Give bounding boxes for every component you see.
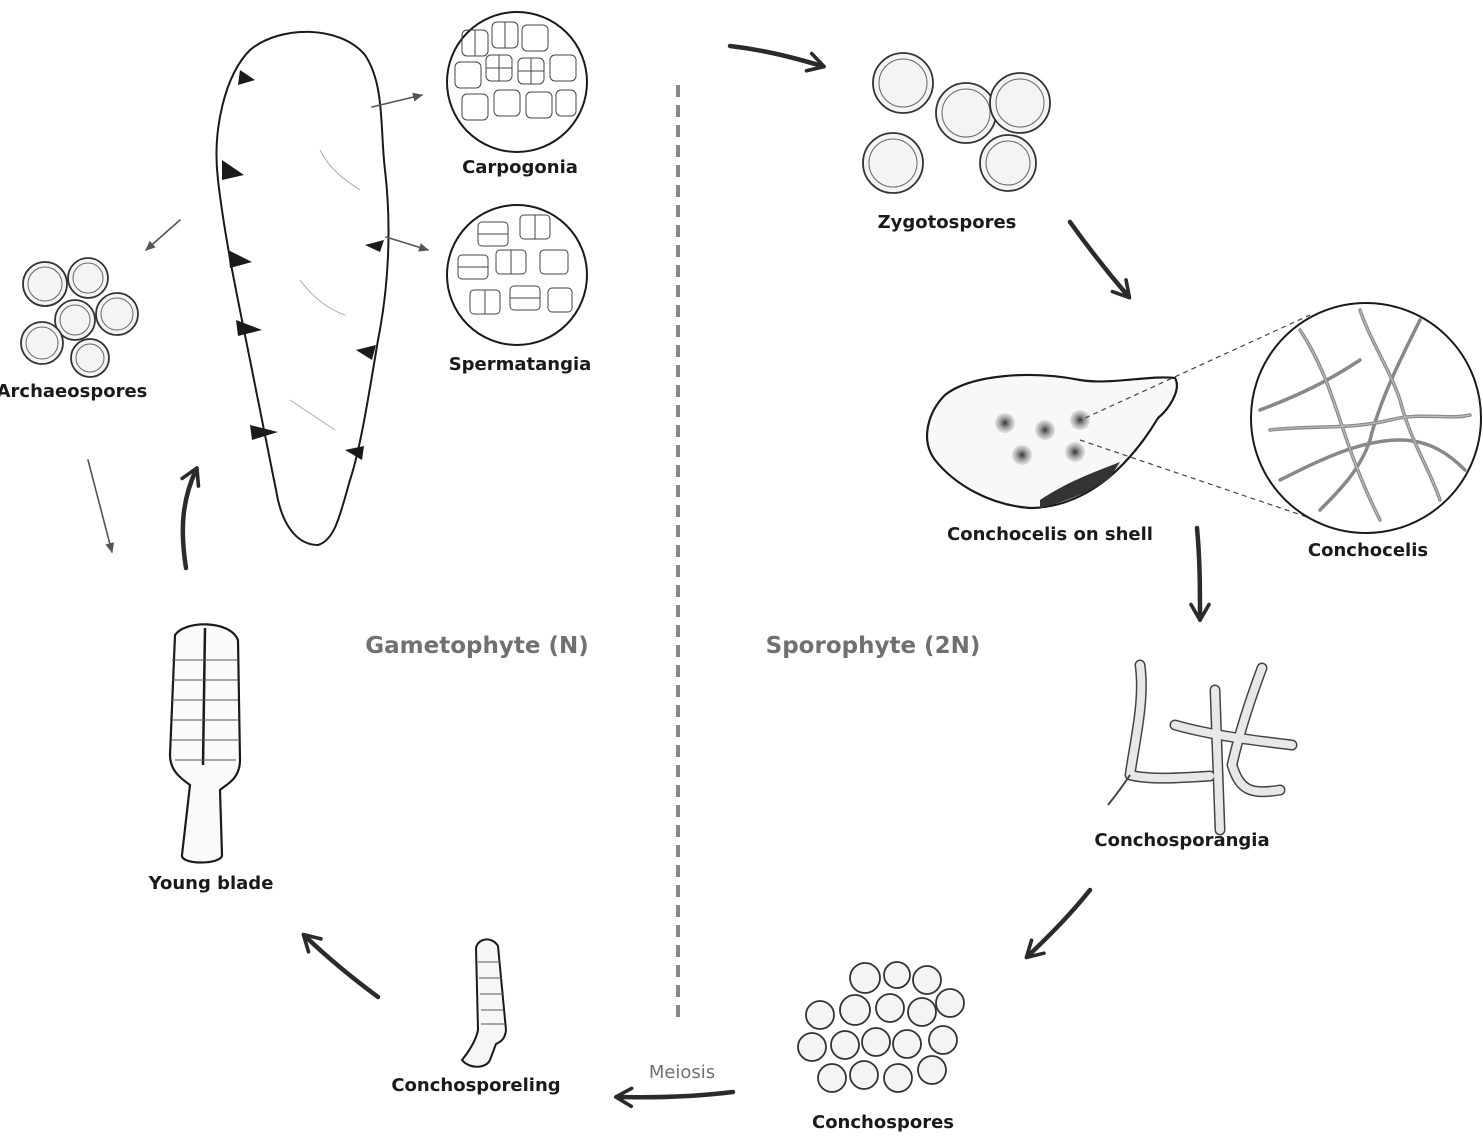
conchosporangia-illustration: Conchosporangia <box>1094 659 1298 851</box>
arrow-blade-to-archaeospores <box>145 219 181 251</box>
arrow-archaeospores-to-young-blade <box>87 459 115 554</box>
carpogonia-label: Carpogonia <box>462 157 578 178</box>
zygotospores-illustration: Zygotospores <box>862 52 1051 233</box>
conchosporeling-illustration: Conchosporeling <box>391 938 561 1096</box>
arrow-zygotospores-to-shell <box>1067 219 1132 300</box>
archaeospores-illustration: Archaeospores <box>0 257 147 402</box>
arrow-meiosis <box>613 1086 736 1109</box>
zygotospores-label: Zygotospores <box>878 212 1017 233</box>
sporophyte-label: Sporophyte (2N) <box>766 633 981 659</box>
arrow-young-blade-to-adult <box>180 466 201 571</box>
arrow-to-zygotospores <box>727 43 826 73</box>
gametophyte-label: Gametophyte (N) <box>365 633 588 659</box>
young-blade-illustration: Young blade <box>148 623 274 894</box>
arrow-shell-to-conchosporangia <box>1189 525 1211 623</box>
archaeospores-label: Archaeospores <box>0 381 147 402</box>
arrow-conchosporeling-to-young-blade <box>301 932 381 1000</box>
adult-blade-illustration <box>215 30 390 547</box>
arrow-conchosporangia-to-conchospores <box>1024 887 1093 960</box>
spermatangia-label: Spermatangia <box>449 354 592 375</box>
conchocelis-on-shell-label: Conchocelis on shell <box>947 524 1153 545</box>
conchosporeling-label: Conchosporeling <box>391 1075 560 1096</box>
meiosis-label: Meiosis <box>649 1062 715 1083</box>
arrow-blade-to-spermatangia <box>385 236 430 252</box>
shell-illustration: Conchocelis on shell <box>926 373 1178 545</box>
conchospores-illustration: Conchospores <box>797 961 965 1133</box>
spermatangia-illustration: Spermatangia <box>446 204 592 375</box>
zoom-line-bottom <box>1079 439 1311 519</box>
young-blade-label: Young blade <box>148 873 274 894</box>
carpogonia-illustration: Carpogonia <box>446 11 588 178</box>
conchocelis-illustration: Conchocelis <box>1250 302 1482 561</box>
conchospores-label: Conchospores <box>812 1112 954 1133</box>
conchocelis-label: Conchocelis <box>1308 540 1428 561</box>
arrow-blade-to-carpogonia <box>371 92 424 108</box>
conchosporangia-label: Conchosporangia <box>1094 830 1269 851</box>
